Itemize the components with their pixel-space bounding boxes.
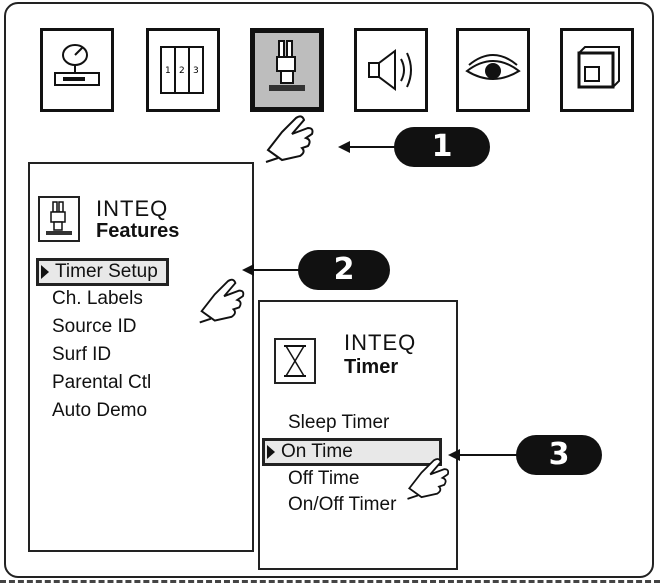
pointing-hand-icon	[265, 115, 314, 163]
brand-logo: INTEQ	[344, 330, 417, 355]
hourglass-icon	[284, 345, 306, 377]
features-rabbit-icon	[46, 201, 72, 235]
book-label-2: 2	[179, 66, 185, 76]
menu-item-on-off-timer[interactable]: On/Off Timer	[288, 494, 397, 515]
satellite-dish-icon	[54, 44, 100, 86]
panel-title: Features	[96, 220, 180, 242]
speaker-button[interactable]	[354, 28, 428, 112]
arrow-head-2	[242, 264, 254, 276]
pointing-hand-icon	[407, 458, 450, 500]
arrow-head-1	[338, 141, 350, 153]
menu-item-label: On Time	[281, 441, 353, 462]
features-rabbit-icon	[269, 40, 305, 91]
selection-arrow-icon	[41, 265, 49, 279]
eye-icon	[465, 54, 521, 80]
menu-item-parental-ctl[interactable]: Parental Ctl	[52, 372, 152, 393]
arrow-head-3	[448, 449, 460, 461]
speaker-icon	[368, 49, 412, 91]
books-icon: 1 2 3	[160, 46, 204, 94]
panel-title: Timer	[344, 356, 399, 378]
brand-logo: INTEQ	[96, 196, 169, 221]
menu-item-source-id[interactable]: Source ID	[52, 316, 137, 337]
book-label-1: 1	[165, 66, 171, 76]
callout-3: 3	[516, 435, 602, 475]
bottom-divider	[0, 580, 660, 587]
book-label-3: 3	[193, 66, 199, 76]
eye-button[interactable]	[456, 28, 530, 112]
selection-arrow-icon	[267, 445, 275, 459]
menu-item-off-time[interactable]: Off Time	[288, 468, 360, 489]
screen-frame	[4, 2, 654, 578]
arrow-line-1	[348, 146, 396, 148]
square-window-icon	[577, 46, 620, 89]
features-button[interactable]	[250, 28, 324, 112]
menu-item-ch-labels[interactable]: Ch. Labels	[52, 288, 143, 309]
arrow-line-3	[458, 454, 520, 456]
menu-item-on-time[interactable]: On Time	[262, 438, 442, 466]
pointing-hand-icon	[199, 278, 245, 324]
menu-item-auto-demo[interactable]: Auto Demo	[52, 400, 148, 421]
square-window-button[interactable]	[560, 28, 634, 112]
satellite-dish-button[interactable]	[40, 28, 114, 112]
callout-2: 2	[298, 250, 390, 290]
features-menu-panel: INTEQ Features Timer Setup Ch. Labels So…	[28, 162, 254, 552]
timer-panel-icon-box	[274, 338, 316, 384]
menu-item-timer-setup[interactable]: Timer Setup	[36, 258, 169, 286]
features-panel-icon-box	[38, 196, 80, 242]
books-button[interactable]: 1 2 3	[146, 28, 220, 112]
arrow-line-2	[252, 269, 302, 271]
menu-item-sleep-timer[interactable]: Sleep Timer	[288, 412, 390, 433]
callout-1: 1	[394, 127, 490, 167]
menu-item-surf-id[interactable]: Surf ID	[52, 344, 112, 365]
menu-item-label: Timer Setup	[55, 261, 158, 282]
timer-menu-panel: INTEQ Timer Sleep Timer On Time Off Time…	[258, 300, 458, 570]
